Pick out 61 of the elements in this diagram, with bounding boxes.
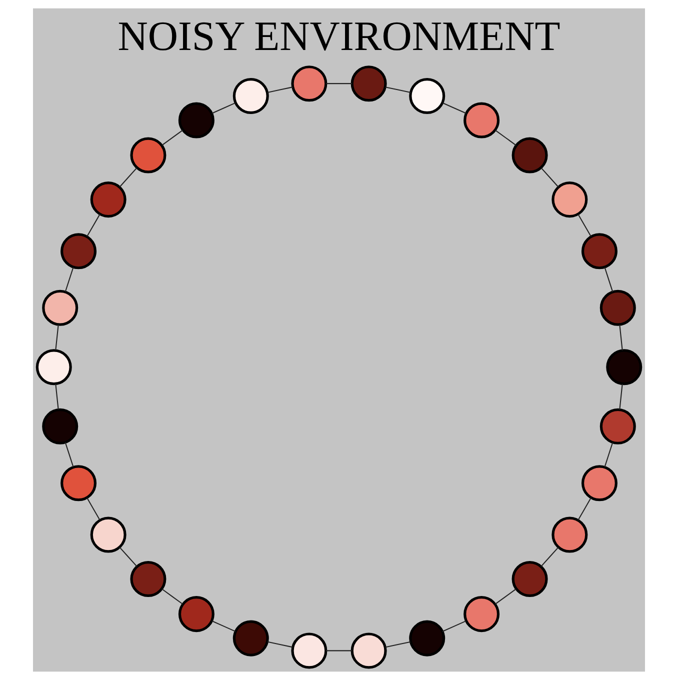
node-circle: [511, 561, 548, 598]
node-circle: [35, 349, 72, 386]
node-circle: [232, 620, 268, 656]
node-circle: [551, 182, 588, 218]
node-circle: [42, 408, 78, 444]
connector: [161, 130, 183, 146]
connector: [384, 86, 410, 94]
connector: [325, 650, 352, 652]
node-circle: [580, 233, 617, 270]
node-circle: [178, 596, 214, 632]
node-circle: [599, 408, 636, 444]
node-circle: [90, 516, 126, 553]
node-circle: [408, 620, 445, 656]
node-circle: [90, 182, 126, 218]
node-circle: [511, 137, 548, 174]
node-circle: [42, 290, 78, 326]
connector: [64, 266, 74, 292]
connector: [540, 546, 558, 567]
connector: [540, 167, 558, 188]
node-circle: [350, 66, 386, 102]
connector: [64, 442, 74, 468]
diagram-title: NOISY ENVIRONMENT: [117, 14, 560, 60]
connector: [266, 641, 292, 648]
node-circle: [60, 233, 96, 270]
node-circle: [606, 349, 642, 386]
node-circle: [60, 465, 96, 502]
node-circle: [580, 465, 617, 502]
node-circle: [130, 561, 166, 598]
connector: [54, 324, 58, 350]
connector: [384, 641, 410, 648]
connector: [211, 102, 236, 114]
node-circle: [290, 66, 327, 102]
node-circle: [290, 632, 327, 669]
connector: [494, 130, 516, 146]
connector: [577, 214, 592, 237]
connector: [618, 324, 622, 351]
node-circle: [599, 290, 636, 326]
connector: [266, 86, 292, 93]
connector: [118, 546, 137, 567]
connector: [442, 102, 466, 114]
connector: [54, 384, 58, 410]
connector: [211, 620, 236, 632]
connector: [442, 620, 466, 632]
node-circle: [232, 78, 268, 114]
connector: [604, 267, 613, 292]
connector: [618, 384, 622, 410]
node-circle: [463, 596, 500, 632]
connector: [86, 497, 100, 520]
connector: [118, 167, 137, 188]
node-circle: [463, 102, 500, 138]
node-circle: [178, 102, 214, 138]
connector: [160, 588, 183, 605]
node-circle: [130, 137, 166, 174]
connector: [326, 83, 352, 84]
connector: [494, 588, 516, 605]
node-circle: [551, 516, 588, 553]
connector: [604, 442, 613, 468]
connector: [86, 214, 100, 237]
connector: [577, 498, 591, 520]
node-circle: [350, 632, 386, 669]
node-circle: [408, 78, 445, 114]
